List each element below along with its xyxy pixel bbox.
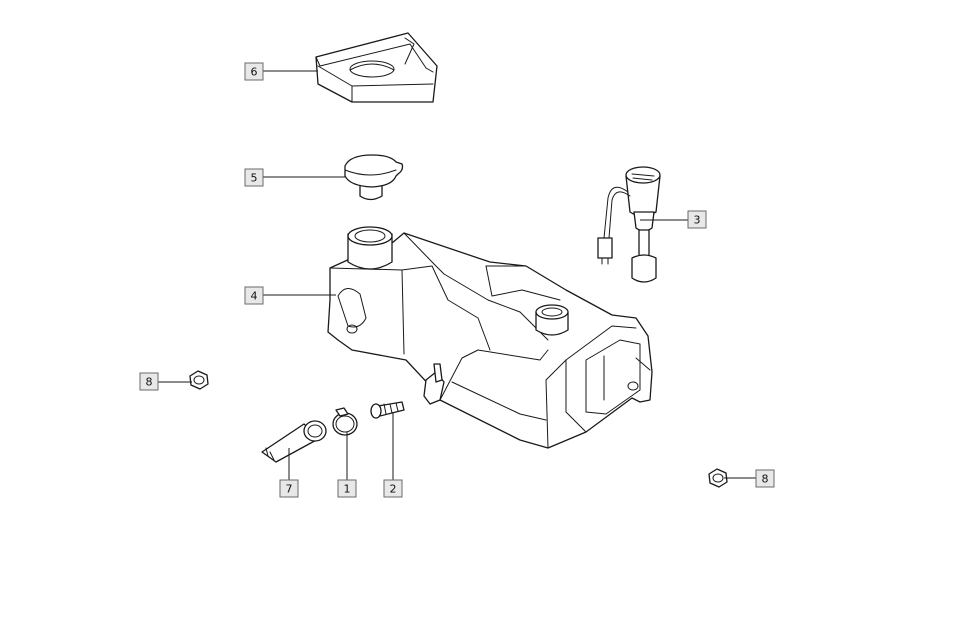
filler-cap[interactable] xyxy=(344,154,404,201)
nut-left[interactable] xyxy=(189,370,209,390)
callout-2-label: 2 xyxy=(390,483,397,496)
callout-5-label: 5 xyxy=(251,172,258,185)
callout-2: 2 xyxy=(383,479,403,498)
callout-8-right: 8 xyxy=(755,469,775,488)
leader-lines xyxy=(158,70,756,480)
callout-8-left-label: 8 xyxy=(146,376,153,389)
callout-5: 5 xyxy=(244,168,264,187)
callout-3-label: 3 xyxy=(694,214,701,227)
callout-8-left: 8 xyxy=(139,372,159,391)
reservoir-tank[interactable] xyxy=(327,226,653,449)
elbow-hose[interactable] xyxy=(261,420,327,463)
callout-6: 6 xyxy=(244,62,264,81)
callout-7: 7 xyxy=(279,479,299,498)
callout-1: 1 xyxy=(337,479,357,498)
callout-1-label: 1 xyxy=(344,483,351,496)
callout-4: 4 xyxy=(244,286,264,305)
level-sensor[interactable] xyxy=(597,166,661,283)
callout-4-label: 4 xyxy=(251,290,258,303)
nut-right[interactable] xyxy=(708,468,728,488)
callout-3: 3 xyxy=(687,210,707,229)
callout-8-right-label: 8 xyxy=(762,473,769,486)
hose-clamp[interactable] xyxy=(332,407,358,436)
callout-7-label: 7 xyxy=(286,483,293,496)
tray-cover[interactable] xyxy=(315,32,438,103)
callout-6-label: 6 xyxy=(251,66,258,79)
screw[interactable] xyxy=(370,401,405,419)
